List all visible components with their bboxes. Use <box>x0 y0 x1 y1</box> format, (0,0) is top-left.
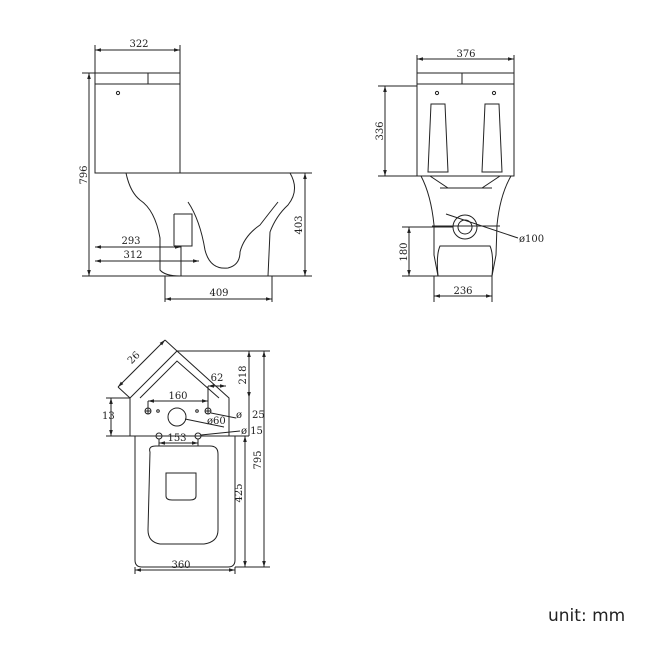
front-view <box>378 55 519 302</box>
dim-top-tank-depth: 218 <box>238 365 249 384</box>
top-bowl-rim <box>134 435 236 568</box>
side-bowl <box>125 172 295 277</box>
top-view <box>106 339 270 574</box>
dim-side-base-depth: 409 <box>209 288 228 299</box>
dim-top-inlet-spacing: 153 <box>167 433 186 444</box>
side-view <box>82 45 312 302</box>
dim-side-outlet-height: 403 <box>294 215 305 234</box>
dim-top-overall-width: 360 <box>171 560 190 571</box>
top-seat-opening <box>147 445 219 545</box>
dim-side-rough-in-outer: 312 <box>123 250 142 261</box>
dim-side-tank-depth: 322 <box>129 39 148 50</box>
side-view-labels: 322 796 403 293 312 409 <box>79 39 305 299</box>
side-tank <box>94 72 181 174</box>
dim-top-small-hole-diameter: ø <box>236 410 242 421</box>
top-view-labels: 26 62 218 160 ø 25 ø60 13 153 ø 15 795 4… <box>102 350 265 571</box>
dim-top-flush-hole-diameter: ø60 <box>207 416 226 427</box>
dim-front-tank-height: 336 <box>375 121 386 140</box>
dim-front-outlet-diameter: ø100 <box>519 234 544 245</box>
dim-top-inlet-diameter: ø 15 <box>241 426 263 437</box>
unit-label: unit: mm <box>548 606 626 626</box>
dim-front-tank-width: 376 <box>456 49 475 60</box>
front-view-labels: 376 336 180 ø100 236 <box>375 49 544 297</box>
dim-side-total-height: 796 <box>79 165 90 184</box>
front-outlet-pipe <box>452 214 478 240</box>
dim-front-base-width: 236 <box>453 286 472 297</box>
dim-top-corner-offset: 13 <box>102 411 115 422</box>
dim-top-corner-edge: 26 <box>126 350 143 367</box>
dim-top-hole-offset: 62 <box>211 373 224 384</box>
dim-side-rough-in-inner: 293 <box>121 236 140 247</box>
dim-top-overall-length: 795 <box>253 450 264 469</box>
top-flush-hole <box>167 407 187 427</box>
dim-top-hole-spacing: 160 <box>168 391 187 402</box>
dim-top-seat-length: 425 <box>234 483 245 502</box>
dim-front-outlet-center: 180 <box>399 242 410 261</box>
dim-top-small-hole-value: 25 <box>252 410 265 421</box>
